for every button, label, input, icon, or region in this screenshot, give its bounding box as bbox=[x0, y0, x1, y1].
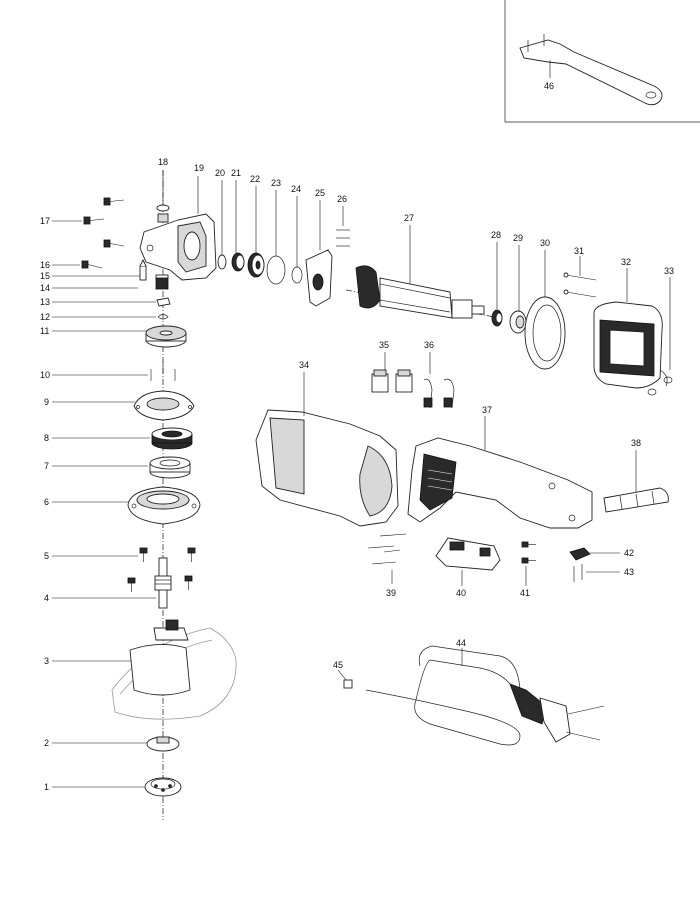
callout-19: 19 bbox=[194, 163, 204, 173]
part-16-17-screws bbox=[81, 197, 125, 269]
left-leader-lines bbox=[52, 220, 156, 788]
spanner-inset: 46 bbox=[504, 0, 700, 123]
part-38-side-handle bbox=[603, 450, 669, 513]
callout-17: 17 bbox=[40, 216, 50, 226]
callout-14: 14 bbox=[40, 283, 50, 293]
part-32-stator bbox=[593, 268, 663, 389]
part-24-washer bbox=[291, 196, 303, 284]
callout-42: 42 bbox=[624, 548, 634, 558]
callout-44: 44 bbox=[456, 638, 466, 648]
callout-45: 45 bbox=[333, 660, 343, 670]
part-5-screws bbox=[127, 547, 196, 592]
part-19-gear-housing bbox=[139, 213, 217, 281]
part-33-leads bbox=[647, 277, 673, 396]
part-28-bearing bbox=[491, 242, 503, 327]
callout-26: 26 bbox=[337, 194, 347, 204]
callout-28: 28 bbox=[491, 230, 501, 240]
callout-12: 12 bbox=[40, 312, 50, 322]
callout-27: 27 bbox=[404, 213, 414, 223]
callout-4: 4 bbox=[44, 593, 49, 603]
part-14-lock-pin bbox=[155, 274, 169, 290]
part-2-inner-flange bbox=[146, 736, 180, 752]
callout-13: 13 bbox=[40, 297, 50, 307]
callout-43: 43 bbox=[624, 567, 634, 577]
callout-32: 32 bbox=[621, 257, 631, 267]
callout-16: 16 bbox=[40, 260, 50, 270]
part-11-spiral-gear bbox=[145, 325, 187, 348]
part-3-wheel-guard bbox=[111, 619, 237, 720]
callout-10: 10 bbox=[40, 370, 50, 380]
callout-11: 11 bbox=[40, 326, 49, 336]
callout-20: 20 bbox=[215, 168, 225, 178]
part-4-spindle bbox=[154, 557, 172, 609]
callout-37: 37 bbox=[482, 405, 492, 415]
part-31-screws bbox=[563, 256, 597, 298]
part-34-motor-housing bbox=[255, 372, 399, 527]
callout-30: 30 bbox=[540, 238, 550, 248]
callout-35: 35 bbox=[379, 340, 389, 350]
callout-38: 38 bbox=[631, 438, 641, 448]
callout-22: 22 bbox=[250, 174, 260, 184]
part-29-bearing-sleeve bbox=[509, 245, 527, 334]
part-26-screws bbox=[336, 206, 350, 247]
callout-21: 21 bbox=[231, 168, 241, 178]
part-20-bearing bbox=[217, 180, 227, 270]
part-10-screws bbox=[150, 362, 176, 381]
part-18-washer bbox=[156, 170, 170, 223]
part-36-carbon-brushes bbox=[423, 352, 455, 409]
callout-7: 7 bbox=[44, 461, 49, 471]
part-12-circlip bbox=[157, 314, 169, 320]
part-21-bearing bbox=[231, 180, 245, 272]
pin-spanner bbox=[519, 34, 663, 106]
callout-29: 29 bbox=[513, 233, 523, 243]
callout-1: 1 bbox=[44, 782, 49, 792]
part-44-power-cord bbox=[365, 645, 605, 746]
callout-9: 9 bbox=[44, 397, 49, 407]
part-25-baffle bbox=[305, 200, 333, 307]
callout-39: 39 bbox=[386, 588, 396, 598]
callout-46: 46 bbox=[544, 81, 554, 91]
callout-23: 23 bbox=[271, 178, 281, 188]
callout-33: 33 bbox=[664, 266, 674, 276]
callout-36: 36 bbox=[424, 340, 434, 350]
part-23-o-ring bbox=[266, 190, 286, 285]
callout-2: 2 bbox=[44, 738, 49, 748]
part-9-cover-plate bbox=[133, 390, 195, 421]
callout-41: 41 bbox=[520, 588, 530, 598]
callout-31: 31 bbox=[574, 246, 584, 256]
part-35-brush-holders bbox=[371, 352, 413, 393]
part-8-bearing bbox=[151, 427, 193, 450]
part-37-handle-housing bbox=[407, 416, 593, 529]
part-42-cord-clamp bbox=[569, 547, 620, 561]
part-13-key bbox=[156, 297, 171, 307]
callout-6: 6 bbox=[44, 497, 49, 507]
part-7-bearing bbox=[149, 456, 191, 479]
callout-18: 18 bbox=[158, 157, 168, 167]
part-15-lock-button bbox=[139, 258, 147, 281]
callout-5: 5 bbox=[44, 551, 49, 561]
callout-40: 40 bbox=[456, 588, 466, 598]
part-30-fan-baffle bbox=[524, 250, 566, 370]
part-27-armature bbox=[345, 225, 501, 319]
callout-8: 8 bbox=[44, 433, 49, 443]
part-45-cord-bush bbox=[337, 669, 353, 689]
part-43-screws bbox=[573, 564, 620, 582]
part-6-bearing-flange bbox=[127, 486, 201, 525]
part-39-screws bbox=[367, 533, 407, 584]
part-41-screws bbox=[521, 541, 536, 586]
part-40-switch bbox=[435, 537, 501, 586]
callout-34: 34 bbox=[299, 360, 309, 370]
callout-15: 15 bbox=[40, 271, 50, 281]
callout-3: 3 bbox=[44, 656, 49, 666]
callout-25: 25 bbox=[315, 188, 325, 198]
part-22-bearing bbox=[247, 186, 265, 278]
part-1-clamp-nut bbox=[144, 777, 182, 797]
callout-24: 24 bbox=[291, 184, 301, 194]
